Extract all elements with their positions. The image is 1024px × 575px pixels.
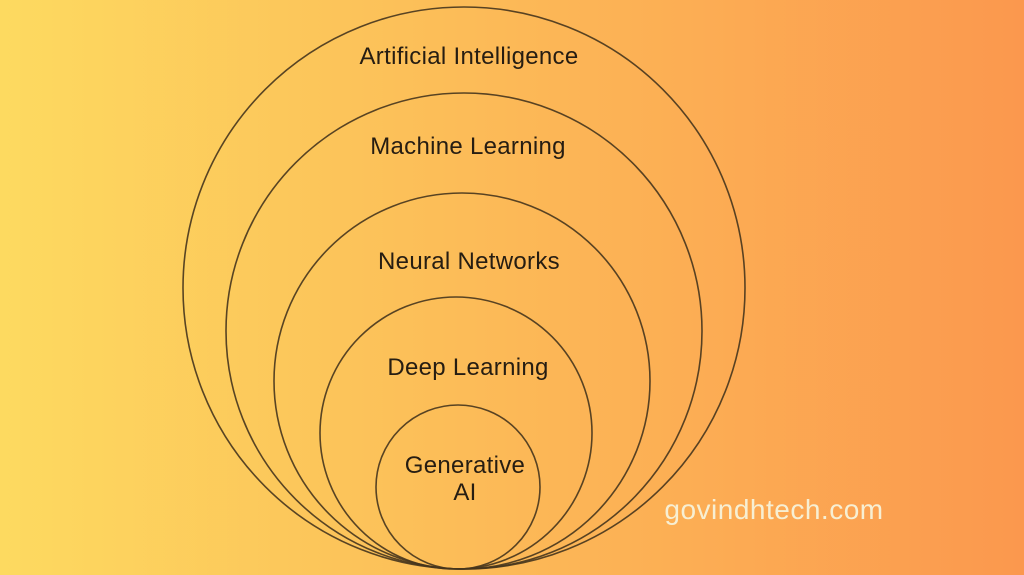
label-deep-learning: Deep Learning xyxy=(387,354,549,381)
label-neural-networks: Neural Networks xyxy=(378,248,560,275)
watermark-text: govindhtech.com xyxy=(664,494,884,525)
label-machine-learning: Machine Learning xyxy=(370,133,566,160)
circle-generative-ai xyxy=(375,404,541,570)
circle-deep-learning xyxy=(319,296,593,570)
label-generative-ai: Generative AI xyxy=(404,452,526,506)
label-artificial-intelligence: Artificial Intelligence xyxy=(359,43,579,70)
